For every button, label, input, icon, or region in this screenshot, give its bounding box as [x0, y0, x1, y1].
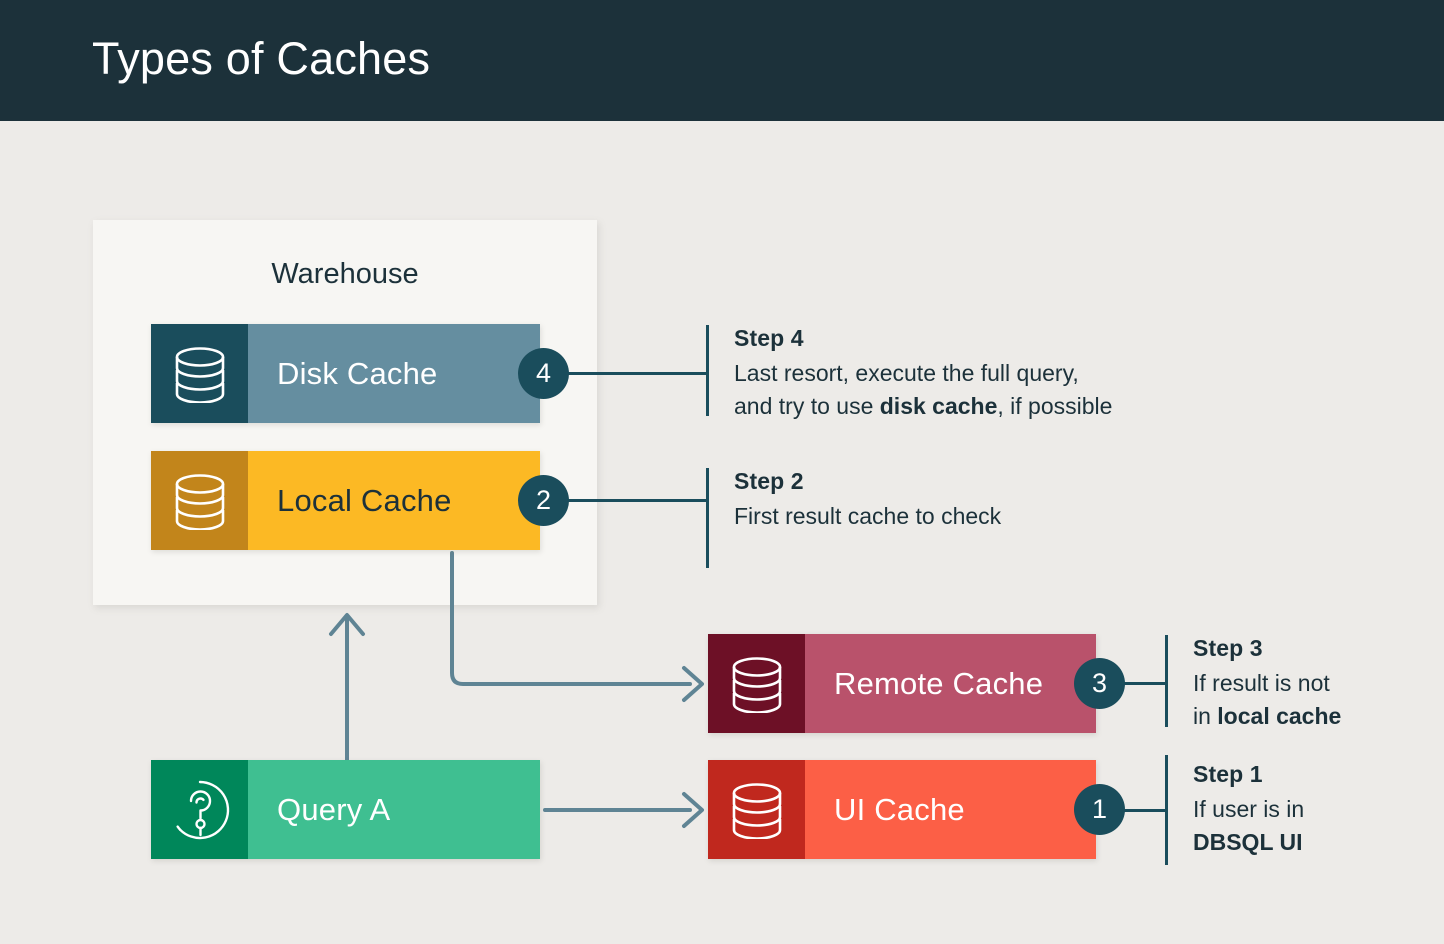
step-body-line-2-pre: in — [1193, 703, 1218, 730]
connector-line-step-2 — [566, 499, 708, 502]
bracket-step-1 — [1165, 755, 1168, 865]
step-title: Step 1 — [1193, 761, 1263, 787]
question-mark-circle-icon — [151, 760, 248, 859]
step-body: If user is in DBSQL UI — [1193, 793, 1433, 859]
database-icon — [708, 760, 805, 859]
bracket-step-3 — [1165, 635, 1168, 727]
step-body-line-2-bold: DBSQL UI — [1193, 829, 1303, 856]
step-body: First result cache to check — [734, 500, 1154, 533]
step-body: Last resort, execute the full query, and… — [734, 357, 1214, 423]
node-ui-cache[interactable]: UI Cache — [708, 760, 1096, 859]
database-icon — [151, 451, 248, 550]
step-body-line-2-bold: local cache — [1217, 703, 1342, 730]
arrow-query-to-warehouse — [329, 613, 365, 760]
node-local-cache[interactable]: Local Cache — [151, 451, 540, 550]
step-title: Step 2 — [734, 468, 804, 494]
step-badge-2[interactable]: 2 — [518, 475, 569, 526]
step-badge-3[interactable]: 3 — [1074, 658, 1125, 709]
step-description-4: Step 4 Last resort, execute the full que… — [734, 325, 1214, 423]
database-icon — [151, 324, 248, 423]
bracket-step-2 — [706, 468, 709, 568]
connector-line-step-1 — [1123, 809, 1168, 812]
step-body-line-1: If user is in — [1193, 796, 1305, 822]
step-description-2: Step 2 First result cache to check — [734, 468, 1154, 533]
node-label: Disk Cache — [277, 355, 438, 391]
database-icon — [708, 634, 805, 733]
header-bar: Types of Caches — [0, 0, 1444, 121]
step-body-line-1: First result cache to check — [734, 503, 1002, 529]
step-title: Step 4 — [734, 325, 804, 351]
node-disk-cache[interactable]: Disk Cache — [151, 324, 540, 423]
step-body-line-2: and try to use disk cache, if possible — [734, 390, 1214, 423]
node-query-a[interactable]: Query A — [151, 760, 540, 859]
step-body-line-1: If result is not — [1193, 670, 1330, 696]
step-body-line-1: Last resort, execute the full query, — [734, 360, 1079, 386]
step-title: Step 3 — [1193, 635, 1263, 661]
node-label: Local Cache — [277, 482, 452, 518]
step-body-line-2-post: , if possible — [997, 393, 1113, 420]
step-description-1: Step 1 If user is in DBSQL UI — [1193, 761, 1433, 859]
connector-line-step-3 — [1123, 682, 1168, 685]
step-body-line-2: DBSQL UI — [1193, 826, 1433, 859]
page-title: Types of Caches — [92, 33, 431, 84]
warehouse-label: Warehouse — [271, 258, 419, 290]
arrow-query-to-ui-cache — [543, 792, 704, 828]
node-label: Query A — [277, 791, 391, 827]
step-description-3: Step 3 If result is not in local cache — [1193, 635, 1433, 733]
node-label: Remote Cache — [834, 665, 1044, 701]
step-body-line-2: in local cache — [1193, 700, 1433, 733]
connector-line-step-4 — [566, 372, 708, 375]
step-body-line-2-bold: disk cache — [879, 393, 998, 420]
step-body-line-2-pre: and try to use — [734, 393, 880, 420]
bracket-step-4 — [706, 325, 709, 416]
step-body: If result is not in local cache — [1193, 667, 1433, 733]
diagram-canvas: Warehouse Disk Cache 4 — [0, 121, 1444, 944]
node-label: UI Cache — [834, 791, 965, 827]
step-badge-1[interactable]: 1 — [1074, 784, 1125, 835]
step-badge-4[interactable]: 4 — [518, 348, 569, 399]
node-remote-cache[interactable]: Remote Cache — [708, 634, 1096, 733]
